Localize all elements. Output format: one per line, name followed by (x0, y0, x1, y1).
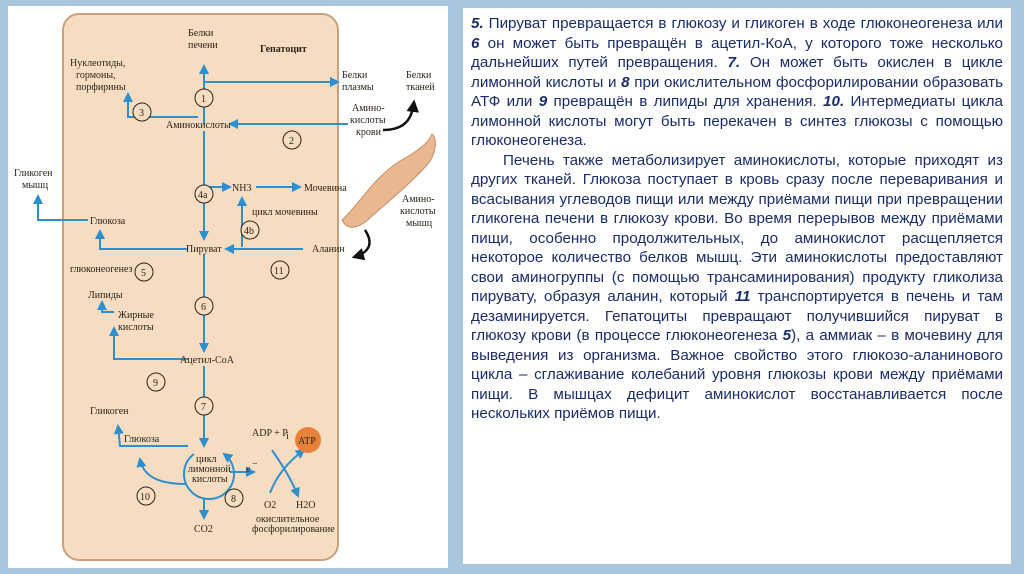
label-ox-phos-2: фосфорилирование (252, 524, 335, 535)
label-amino-acids: Аминокислоты (166, 120, 231, 131)
label-alanine: Аланин (312, 244, 345, 255)
text-run: Печень также метаболизирует аминокислоты… (471, 151, 1003, 306)
label-nucleotides-1: Нуклеотиды, (70, 58, 125, 69)
label-glucose-top: Глюкоза (90, 216, 126, 227)
label-urea: Мочевина (304, 183, 347, 194)
text-run: Пируват превращается в глюкозу и гликоге… (483, 15, 1003, 32)
label-tca-2: лимонной (188, 464, 231, 475)
label-plasma-proteins-2: плазмы (342, 82, 374, 93)
step-5: 5 (141, 268, 146, 279)
label-adp: ADP + P (252, 428, 288, 439)
label-muscle-amino-2: кислоты (400, 206, 436, 217)
cell-title: Гепатоцит (260, 44, 307, 55)
step-4b: 4b (244, 226, 254, 237)
label-gluconeogenesis: глюконеогенез (70, 264, 133, 275)
label-blood-amino-2: кислоты (350, 115, 386, 126)
step-reference: 5 (782, 327, 792, 344)
label-liver-proteins-2: печени (188, 40, 218, 51)
label-fatty-acids-2: кислоты (118, 322, 154, 333)
step-reference: 10. (823, 93, 845, 110)
label-tca-1: цикл (196, 454, 217, 465)
label-tca-3: кислоты (192, 474, 228, 485)
label-plasma-proteins-1: Белки (342, 70, 368, 81)
label-electron-sup: − (252, 459, 258, 470)
label-o2: O2 (264, 500, 276, 511)
label-blood-amino-3: крови (356, 127, 382, 138)
step-reference: 5. (471, 15, 484, 32)
text-run: он может быть превращён в ацетил-КоА, у … (471, 34, 1003, 72)
text-run: транспортируется в печень и там дезамини… (471, 288, 1003, 344)
hepatocyte-cell (62, 13, 339, 561)
label-ox-phos-1: окислительное (256, 514, 320, 525)
label-glucose-bottom: Глюкоза (124, 434, 160, 445)
label-atp: ATP (298, 436, 316, 447)
label-pyruvate: Пируват (186, 244, 222, 255)
step-reference: 8 (621, 73, 630, 91)
label-muscle-amino-1: Амино- (402, 194, 435, 205)
step-4a: 4a (198, 190, 208, 201)
step-2: 2 (289, 136, 294, 147)
step-reference: 7. (727, 54, 741, 71)
atp-badge (295, 427, 321, 453)
label-nucleotides-3: порфирины (76, 82, 126, 93)
label-h2o: H2O (296, 500, 315, 511)
step-8: 8 (231, 494, 236, 505)
label-nh3: NH3 (232, 183, 251, 194)
label-nucleotides-2: гормоны, (76, 70, 116, 81)
step-reference: 9 (538, 93, 548, 110)
label-glycogen: Гликоген (90, 406, 129, 417)
label-fatty-acids-1: Жирные (118, 310, 154, 321)
text-run: Интермедиаты цикла лимонной кислоты могу… (471, 93, 1003, 149)
text-column: 5. Пируват превращается в глюкозу и глик… (463, 8, 1011, 564)
step-11: 11 (274, 266, 284, 277)
step-9: 9 (153, 378, 158, 389)
label-muscle-glycogen-1: Гликоген (14, 168, 53, 179)
paragraph-2: Печень также метаболизирует аминокислоты… (471, 151, 1003, 424)
text-run: при окислительном фосфорилировании образ… (471, 73, 1003, 111)
label-acetyl-coa: Ацетил-CoA (180, 355, 235, 366)
label-electron: e (246, 464, 251, 475)
figure-panel: Гепатоцит (8, 6, 448, 568)
step-7: 7 (201, 402, 206, 413)
step-6: 6 (201, 302, 206, 313)
step-reference: 6 (471, 34, 480, 52)
step-reference: 11 (734, 288, 751, 305)
label-liver-proteins-1: Белки (188, 28, 214, 39)
label-lipids: Липиды (88, 290, 123, 301)
label-muscle-amino-3: мышц (406, 218, 433, 229)
text-run: ), а аммиак – в мочевину для выведения и… (471, 327, 1003, 422)
metabolism-diagram: Гепатоцит (8, 6, 448, 568)
label-tissue-proteins-2: тканей (406, 82, 435, 93)
step-10: 10 (140, 492, 150, 503)
text-run: превращён в липиды для хранения. (547, 93, 824, 110)
paragraph-1: 5. Пируват превращается в глюкозу и глик… (471, 14, 1003, 151)
label-adp-sub: i (286, 431, 289, 442)
label-muscle-glycogen-2: мышц (22, 180, 49, 191)
label-tissue-proteins-1: Белки (406, 70, 432, 81)
step-3: 3 (139, 108, 144, 119)
label-urea-cycle: цикл мочевины (252, 207, 318, 218)
muscle-image (341, 133, 436, 228)
text-run: Он может быть окислен в цикле лимонной к… (471, 54, 1003, 91)
label-co2: CO2 (194, 524, 213, 535)
label-blood-amino-1: Амино- (352, 103, 385, 114)
step-1: 1 (201, 94, 206, 105)
